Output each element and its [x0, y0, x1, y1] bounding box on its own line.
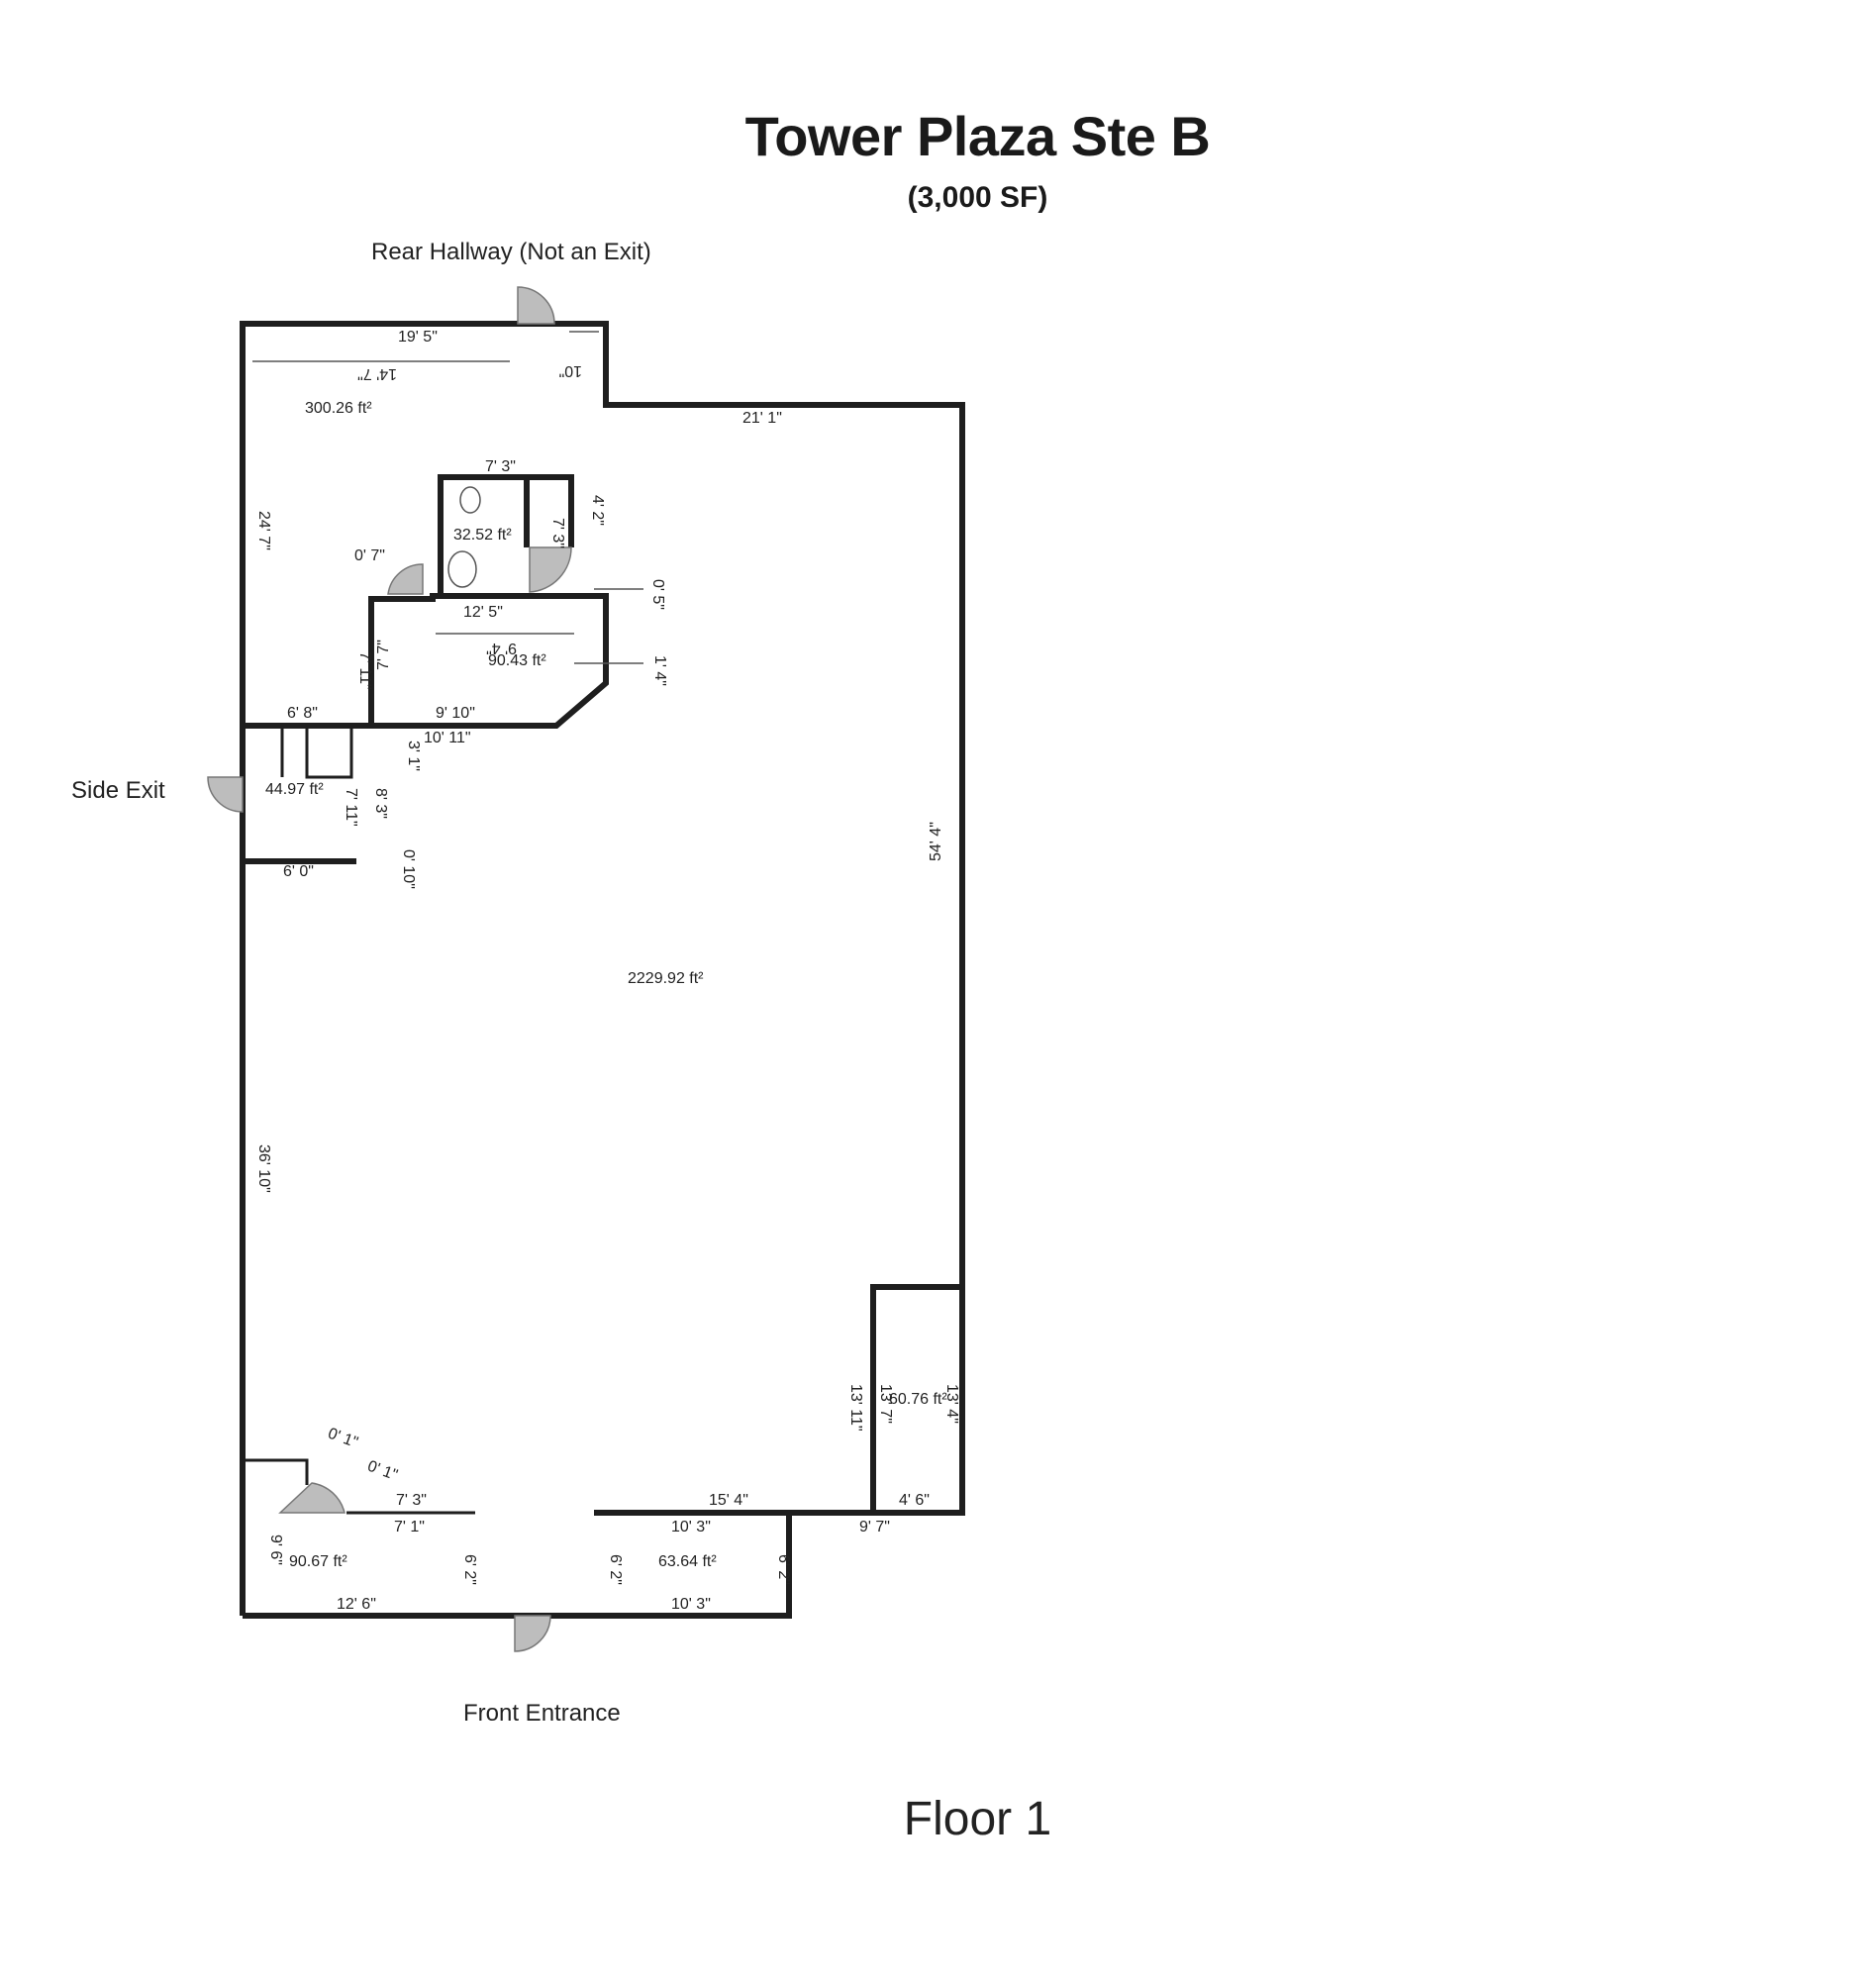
rear-door-icon[interactable] — [517, 286, 555, 325]
dim-bottom-46: 4' 6" — [899, 1492, 930, 1509]
dim-side-60: 6' 0" — [283, 863, 314, 880]
dim-right-top: 21' 1" — [742, 410, 782, 427]
side-exit-door-icon[interactable] — [207, 776, 244, 813]
dim-restroom-side: 4' 2" — [589, 495, 606, 526]
corner-room-wall — [870, 1284, 962, 1513]
side-closet — [305, 726, 353, 779]
dim-corner-inner: 13' 7" — [877, 1384, 894, 1424]
floor-label: Floor 1 — [903, 1793, 1052, 1845]
plan-title: Tower Plaza Ste B — [744, 105, 1211, 167]
side-vestibule-area: 44.97 ft² — [265, 781, 324, 798]
dim-front-73: 7' 3" — [396, 1492, 427, 1509]
dim-right-stub: 0' 5" — [649, 579, 666, 610]
rear-hallway-label: Rear Hallway (Not an Exit) — [371, 239, 651, 265]
restroom-area: 32.52 ft² — [453, 527, 512, 544]
dim-front-1036: 10' 3" — [671, 1519, 711, 1535]
dim-corridor-inner: 9' 4" — [486, 640, 517, 656]
dim-corridor-left: 7' 11" — [356, 651, 373, 690]
toilet-icon — [459, 486, 481, 514]
dim-side-83: 8' 3" — [372, 788, 389, 819]
dim-front-96: 9' 6" — [267, 1534, 284, 1565]
front-entrance-label: Front Entrance — [463, 1700, 621, 1727]
dim-restroom-inner: 7' 3" — [549, 518, 566, 548]
front-left-wall — [243, 1458, 309, 1485]
dim-stub-14: 1' 4" — [651, 655, 668, 686]
dim-left-wall: 36' 10" — [255, 1144, 272, 1193]
dim-side-1011: 10' 11" — [424, 730, 471, 746]
dim-front-01: 0' 1" — [326, 1426, 360, 1452]
dim-front-62a: 6' 2" — [461, 1554, 478, 1585]
dim-side-711: 7' 11" — [343, 788, 359, 827]
dim-front-02: 0' 1" — [365, 1458, 400, 1485]
front-left-area: 90.67 ft² — [289, 1553, 347, 1570]
front-door-icon[interactable] — [514, 1615, 551, 1652]
restroom-door-icon[interactable] — [529, 546, 572, 593]
dim-side-010: 0' 10" — [400, 849, 417, 889]
dim-corridor-left2: 7' 7" — [375, 640, 392, 670]
corridor-door-icon[interactable] — [387, 563, 424, 595]
dim-front-1037: 10' 3" — [671, 1596, 711, 1613]
corridor-area: 90.43 ft² — [488, 652, 546, 669]
dim-top-inner: 14' 7" — [357, 365, 397, 382]
main-space-area: 2229.92 ft² — [628, 970, 704, 987]
dim-corner-right: 13' 4" — [943, 1384, 960, 1424]
sink-icon — [447, 550, 477, 588]
plan-subtitle: (3,000 SF) — [907, 181, 1048, 214]
dim-front-62c: 6' 2" — [775, 1554, 792, 1585]
dim-rear-left: 24' 7" — [255, 511, 272, 550]
side-exit-label: Side Exit — [71, 777, 165, 804]
dim-top-width: 19' 5" — [398, 329, 438, 346]
dim-right-wall: 54' 4" — [928, 822, 944, 861]
front-bottom-wall — [243, 1513, 792, 1619]
corridor-wall — [243, 593, 609, 729]
dim-side-910: 9' 10" — [436, 705, 475, 722]
dim-front-71: 7' 1" — [394, 1519, 425, 1535]
dim-bottom-154: 15' 4" — [709, 1492, 748, 1509]
front-right-area: 63.64 ft² — [658, 1553, 717, 1570]
dim-corner-left: 13' 11" — [847, 1384, 864, 1432]
dim-front-126: 12' 6" — [337, 1596, 376, 1613]
corner-room-area: 60.76 ft² — [889, 1391, 947, 1408]
rear-room-area: 300.26 ft² — [305, 400, 372, 417]
dim-top-small: 10" — [559, 362, 582, 379]
dim-side-31: 3' 1" — [405, 741, 422, 771]
dim-door-stub: 0' 7" — [354, 547, 385, 564]
dim-front-62b: 6' 2" — [607, 1554, 624, 1585]
restroom-wall — [438, 474, 574, 596]
dim-corridor-width: 12' 5" — [463, 604, 503, 621]
dim-bottom-97: 9' 7" — [859, 1519, 890, 1535]
dim-side-68: 6' 8" — [287, 705, 318, 722]
dim-restroom-top: 7' 3" — [485, 458, 516, 475]
front-left-door-icon[interactable] — [278, 1482, 346, 1514]
